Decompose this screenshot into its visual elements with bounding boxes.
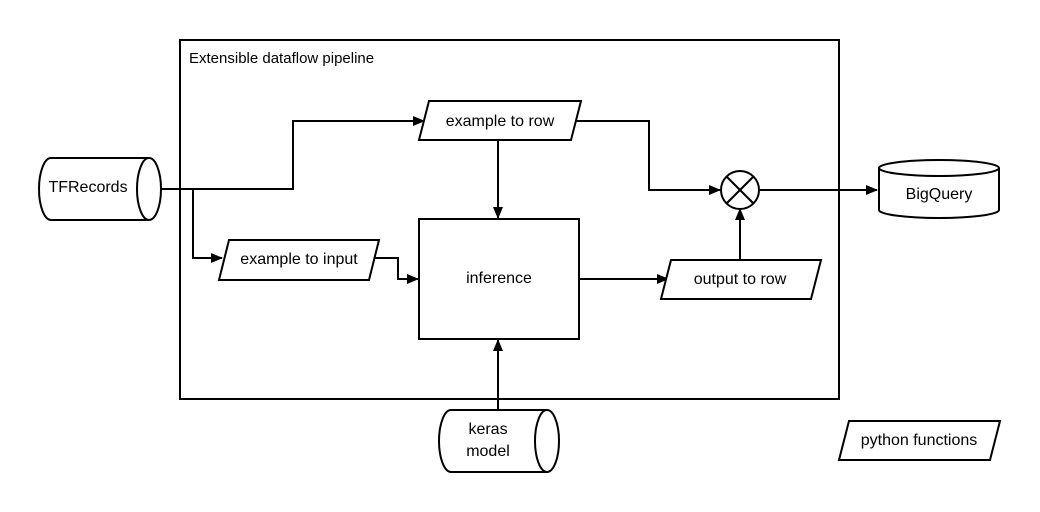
keras-model-datastore: keras model (438, 409, 560, 473)
tfrecords-datastore: TFRecords (38, 157, 162, 221)
pipeline-frame (179, 39, 840, 400)
example-to-row-label: example to row (446, 113, 555, 130)
bigquery-datastore: BigQuery (878, 159, 1000, 219)
keras-model-label-line1: keras (468, 421, 507, 438)
edge-tfrecords-to-example-to-row (161, 116, 425, 190)
output-to-row-function: output to row (659, 259, 823, 300)
output-to-row-label: output to row (694, 271, 787, 288)
inference-process: inference (418, 218, 580, 340)
pipeline-title: Extensible dataflow pipeline (189, 50, 374, 67)
join-icon (720, 170, 760, 210)
legend-label: python functions (861, 432, 978, 449)
edges (161, 116, 878, 410)
keras-model-label-line2: model (466, 443, 510, 460)
example-to-row-function: example to row (417, 100, 583, 141)
tfrecords-label: TFRecords (48, 179, 127, 196)
edge-example-to-input-to-inference (373, 257, 419, 284)
legend-python-functions: python functions (837, 420, 1002, 461)
example-to-input-function: example to input (217, 239, 381, 281)
edge-tfrecords-to-example-to-input (192, 189, 223, 263)
inference-label: inference (466, 270, 532, 287)
example-to-input-label: example to input (240, 251, 358, 268)
edge-example-to-row-to-join (576, 120, 721, 195)
bigquery-label: BigQuery (906, 186, 973, 203)
